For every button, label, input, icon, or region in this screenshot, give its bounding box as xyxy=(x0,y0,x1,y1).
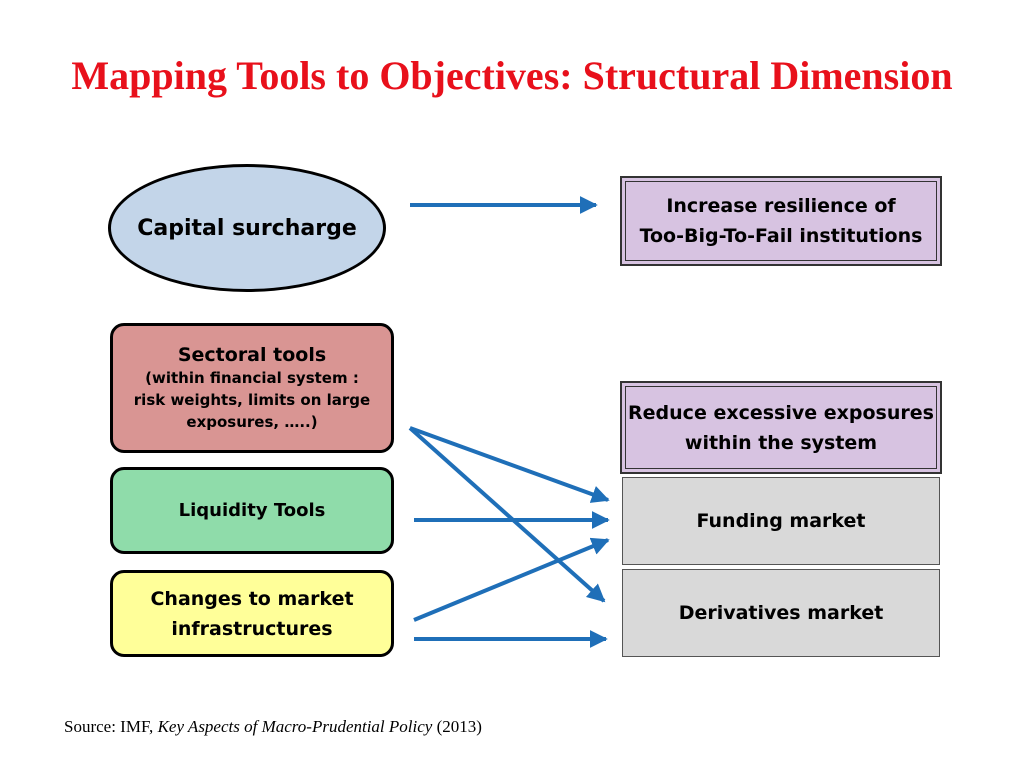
arrow-sectoral-to-derivatives xyxy=(408,426,606,603)
source-citation: Source: IMF, Key Aspects of Macro-Pruden… xyxy=(64,717,482,737)
sectoral-tools-title: Sectoral tools xyxy=(177,344,327,366)
liquidity-tools-label: Liquidity Tools xyxy=(178,500,326,521)
market-infrastructure-box: Changes to market infrastructures xyxy=(110,570,394,657)
arrow-sectoral-to-funding xyxy=(409,426,610,503)
exposures-objective-line2: within the system xyxy=(684,431,878,454)
exposures-objective-line1: Reduce excessive exposures xyxy=(628,401,934,424)
derivatives-market-label: Derivatives market xyxy=(678,602,884,624)
market-infrastructure-line1: Changes to market xyxy=(150,587,354,610)
slide-title: Mapping Tools to Objectives: Structural … xyxy=(71,53,953,98)
resilience-objective-line1: Increase resilience of xyxy=(666,195,896,217)
source-year: (2013) xyxy=(432,717,482,736)
source-title: Key Aspects of Macro-Prudential Policy xyxy=(157,717,433,736)
resilience-objective-inner: Increase resilience of Too-Big-To-Fail i… xyxy=(625,181,937,261)
capital-surcharge-label: Capital surcharge xyxy=(137,215,357,241)
market-infrastructure-line2: infrastructures xyxy=(171,617,333,640)
resilience-objective-line2: Too-Big-To-Fail institutions xyxy=(639,225,923,247)
funding-market-box: Funding market xyxy=(622,477,940,565)
sectoral-tools-box: Sectoral tools (within financial system … xyxy=(110,323,394,453)
funding-market-label: Funding market xyxy=(696,510,866,532)
exposures-objective-inner: Reduce excessive exposures within the sy… xyxy=(625,386,937,469)
sectoral-tools-line1: (within financial system : xyxy=(145,369,359,387)
capital-surcharge-ellipse: Capital surcharge xyxy=(108,164,386,292)
sectoral-tools-line2: risk weights, limits on large xyxy=(133,391,371,409)
liquidity-tools-box: Liquidity Tools xyxy=(110,467,394,554)
derivatives-market-box: Derivatives market xyxy=(622,569,940,657)
sectoral-tools-line3: exposures, …..) xyxy=(186,413,318,431)
source-prefix: Source: IMF, xyxy=(64,717,158,736)
exposures-objective-box: Reduce excessive exposures within the sy… xyxy=(620,381,942,474)
resilience-objective-box: Increase resilience of Too-Big-To-Fail i… xyxy=(620,176,942,266)
arrow-changes-to-funding xyxy=(413,537,610,622)
